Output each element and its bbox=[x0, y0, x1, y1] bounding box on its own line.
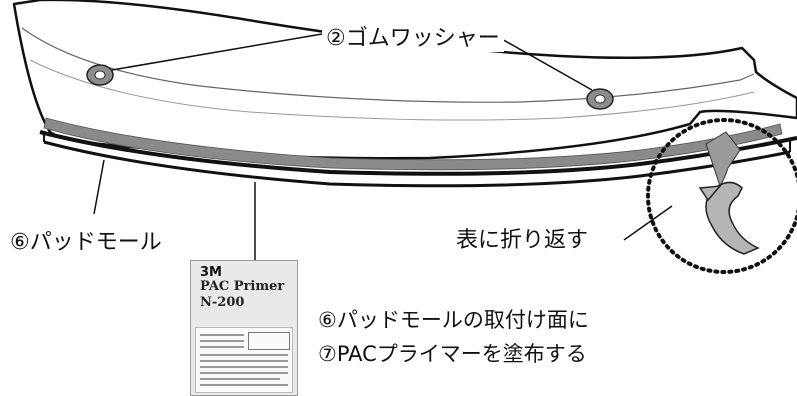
warning-box bbox=[248, 332, 290, 350]
instruction-text: ⑥パッドモールの取付け面に ⑦PACプライマーを塗布する bbox=[318, 303, 589, 371]
detail-dotted-circle bbox=[646, 118, 797, 274]
product-brand: 3M bbox=[200, 265, 222, 280]
fold-arrow-icon bbox=[698, 181, 760, 255]
pad-mold-tape bbox=[43, 117, 783, 171]
label-rubber-washer: ②ゴムワッシャー bbox=[322, 20, 504, 52]
fold-back-leader bbox=[623, 205, 673, 241]
label-pad-mold: ⑥パッドモール bbox=[10, 230, 162, 255]
pad-mold-leader bbox=[93, 159, 105, 215]
primer-product-label: 3M PAC Primer N-200 bbox=[190, 260, 298, 396]
washer-leader-left bbox=[111, 33, 323, 71]
spoiler-body bbox=[12, 0, 797, 188]
washer-leader-right bbox=[499, 37, 593, 91]
product-code: N-200 bbox=[200, 295, 245, 310]
instruction-line-1: ⑥パッドモールの取付け面に bbox=[318, 308, 589, 332]
label-fold-back: 表に折り返す bbox=[456, 228, 589, 253]
instruction-line-2: ⑦PACプライマーを塗布する bbox=[318, 342, 587, 366]
rubber-washer-left bbox=[86, 64, 114, 86]
product-name: PAC Primer bbox=[200, 279, 285, 294]
rubber-washer-right bbox=[586, 88, 614, 110]
product-fine-print bbox=[195, 327, 293, 393]
